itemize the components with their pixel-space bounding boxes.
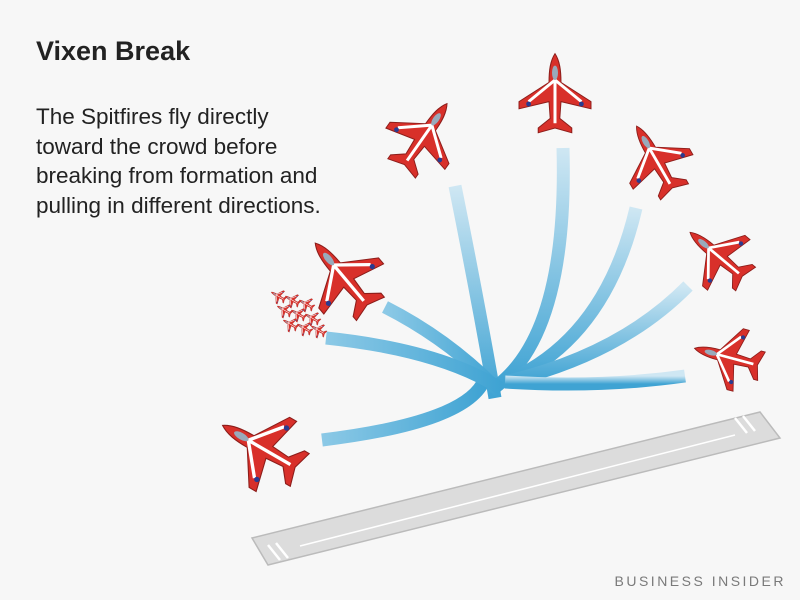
runway	[250, 411, 782, 566]
trail-2	[493, 147, 570, 391]
brand-logo: BUSINESS INSIDER	[614, 573, 786, 589]
jet-icon	[517, 52, 593, 135]
page-title: Vixen Break	[36, 36, 191, 66]
trail-formation	[325, 331, 504, 394]
trail-7	[321, 375, 492, 447]
trail-4	[503, 281, 693, 389]
smoke-trails	[321, 147, 693, 447]
jet-icon	[685, 316, 771, 398]
jet-icon	[370, 81, 479, 191]
jet-icon	[605, 107, 706, 211]
description: The Spitfires fly directly toward the cr…	[36, 104, 321, 218]
formation-icon	[267, 285, 330, 342]
jet-icon	[200, 388, 322, 507]
trail-5	[504, 369, 686, 391]
